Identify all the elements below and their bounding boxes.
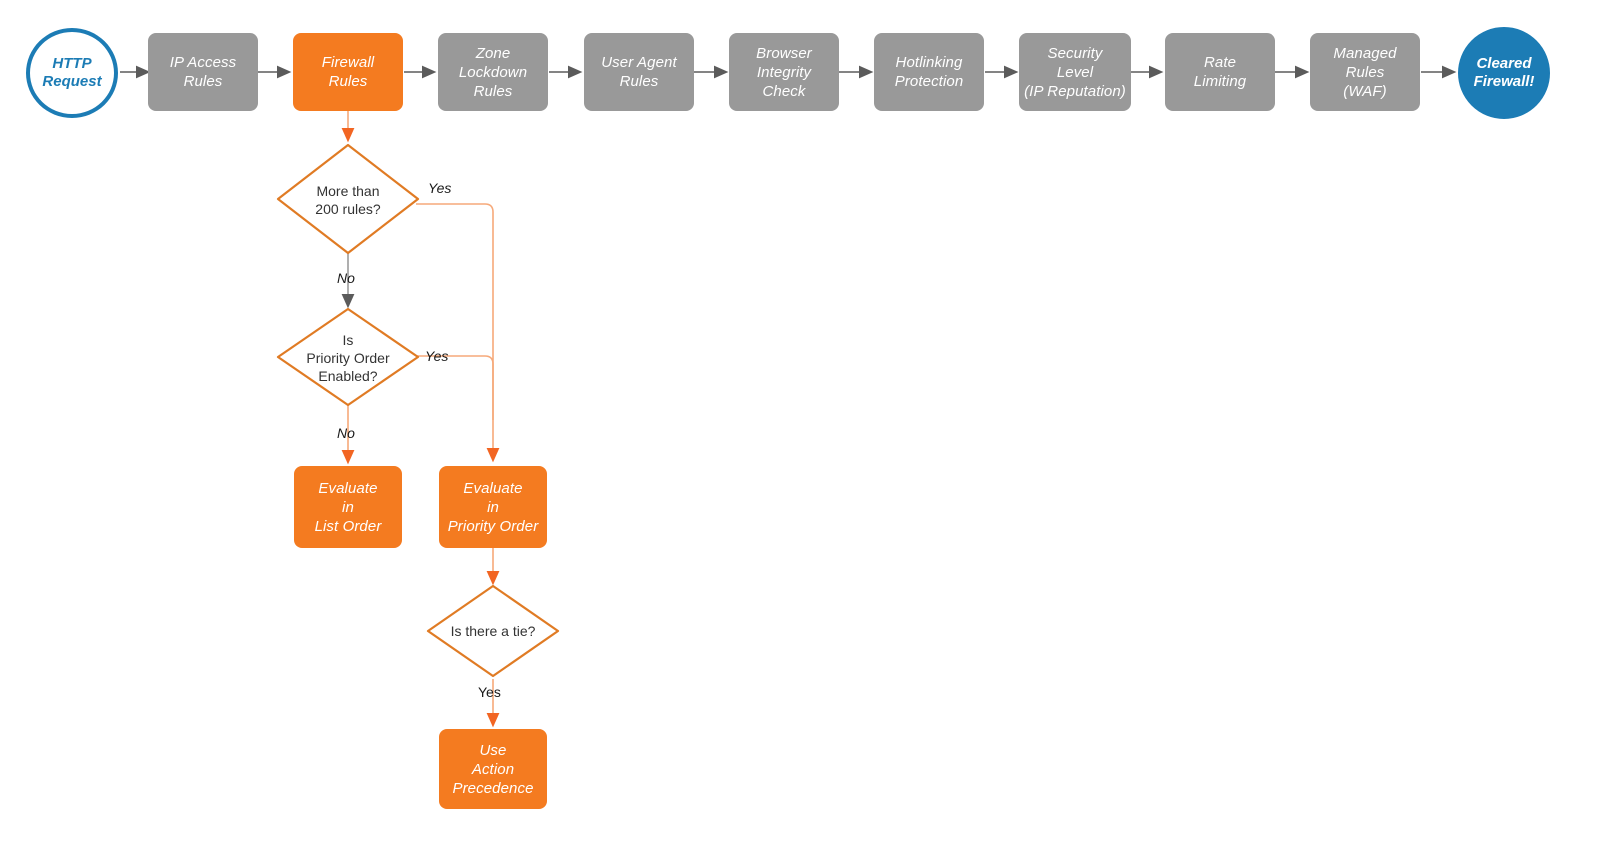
node-evaluate-in-priority-order[interactable]: Evaluate in Priority Order (439, 466, 547, 548)
node-managed-rules-waf[interactable]: Managed Rules (WAF) (1310, 33, 1420, 111)
edge-label-priority-order-no: No (337, 425, 355, 441)
node-label: IP Access Rules (169, 54, 237, 90)
decision-label-more-than-200-rules[interactable]: More than 200 rules? (278, 170, 418, 230)
node-ip-access-rules[interactable]: IP Access Rules (148, 33, 258, 111)
node-evaluate-in-list-order[interactable]: Evaluate in List Order (294, 466, 402, 548)
edge-label-more-rules-no: No (337, 270, 355, 286)
node-hotlinking-protection[interactable]: Hotlinking Protection (874, 33, 984, 111)
decision-text: More than 200 rules? (315, 183, 381, 217)
node-label: Use Action Precedence (452, 741, 534, 797)
node-browser-integrity-check[interactable]: Browser Integrity Check (729, 33, 839, 111)
node-label: Evaluate in List Order (314, 479, 382, 535)
decision-label-is-there-a-tie[interactable]: Is there a tie? (423, 612, 563, 650)
node-security-level[interactable]: Security Level (IP Reputation) (1019, 33, 1131, 111)
node-rate-limiting[interactable]: Rate Limiting (1165, 33, 1275, 111)
node-http-request[interactable]: HTTP Request (26, 28, 118, 118)
node-label: Security Level (IP Reputation) (1024, 44, 1126, 100)
node-label: Managed Rules (WAF) (1333, 44, 1397, 100)
node-label: User Agent Rules (601, 54, 677, 90)
node-label: Firewall Rules (321, 54, 375, 90)
decision-text: Is Priority Order Enabled? (306, 332, 390, 384)
diamond-more-than-200-rules (276, 143, 420, 255)
edge-label-more-rules-yes: Yes (428, 180, 452, 196)
decision-label-is-priority-order[interactable]: Is Priority Order Enabled? (268, 325, 428, 391)
edge-label-priority-order-yes: Yes (425, 348, 449, 364)
node-label: HTTP Request (42, 55, 102, 90)
node-use-action-precedence[interactable]: Use Action Precedence (439, 729, 547, 809)
decision-shapes (276, 143, 560, 678)
decision-text: Is there a tie? (450, 623, 536, 639)
node-label: Evaluate in Priority Order (447, 479, 539, 535)
diamond-is-there-a-tie (426, 584, 560, 678)
node-cleared-firewall[interactable]: Cleared Firewall! (1458, 27, 1550, 119)
node-user-agent-rules[interactable]: User Agent Rules (584, 33, 694, 111)
diamond-is-priority-order (276, 307, 420, 407)
edge-label-tie-yes: Yes (478, 684, 501, 700)
node-label: Cleared Firewall! (1473, 55, 1535, 90)
node-label: Rate Limiting (1193, 54, 1247, 90)
edge-more-rules-yes (416, 203, 500, 463)
node-label: Zone Lockdown Rules (458, 44, 528, 100)
node-zone-lockdown-rules[interactable]: Zone Lockdown Rules (438, 33, 548, 111)
node-label: Hotlinking Protection (894, 54, 964, 90)
node-firewall-rules[interactable]: Firewall Rules (293, 33, 403, 111)
node-label: Browser Integrity Check (756, 44, 812, 100)
edge-priority-order-yes (416, 355, 494, 420)
